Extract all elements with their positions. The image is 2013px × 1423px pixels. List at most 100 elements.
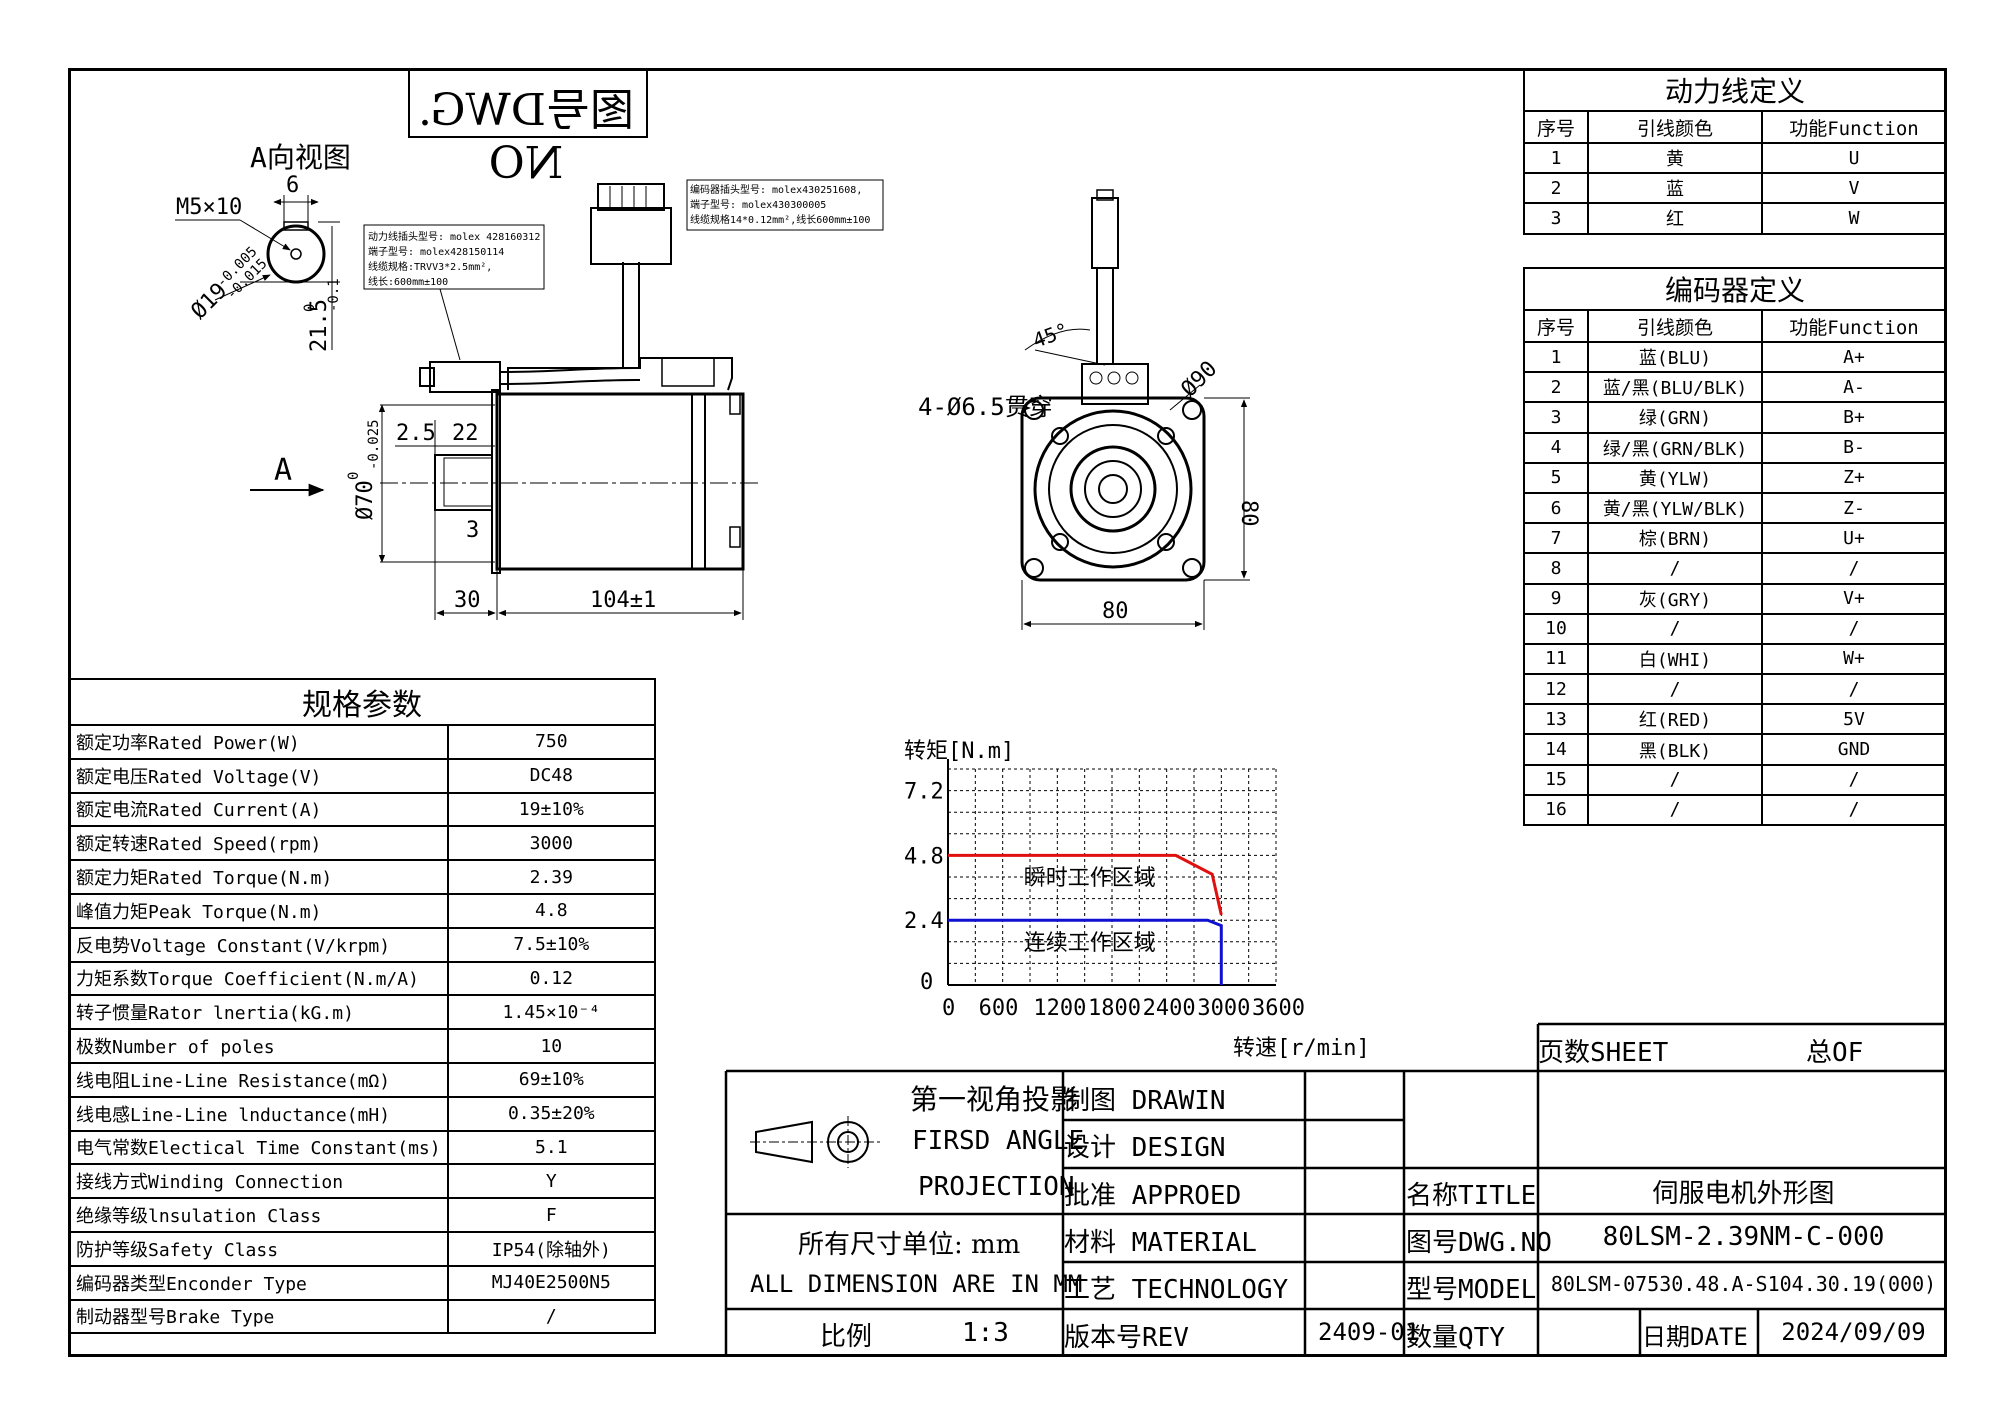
dim-key-height: 21.5 bbox=[307, 299, 332, 352]
cell-color: 棕(BRN) bbox=[1587, 522, 1763, 555]
table-row: 线电感Line-Line lnductance(mH)0.35±20% bbox=[68, 1095, 657, 1132]
cell-color: 黑(BLK) bbox=[1587, 733, 1763, 766]
cell-no: 14 bbox=[1523, 733, 1589, 766]
dim-22: 22 bbox=[452, 421, 479, 446]
date-value: 2024/09/09 bbox=[1781, 1318, 1926, 1346]
spec-value: 750 bbox=[446, 724, 657, 760]
cell-no: 2 bbox=[1523, 371, 1589, 404]
dim-3: 3 bbox=[466, 518, 479, 543]
drawing-number-box bbox=[408, 70, 648, 138]
cell-no: 16 bbox=[1523, 793, 1589, 827]
cell-color: 白(WHI) bbox=[1587, 642, 1763, 676]
cell-function: W bbox=[1761, 202, 1947, 235]
spec-value: 10 bbox=[446, 1028, 657, 1064]
model-value: 80LSM-07530.48.A-S104.30.19(000) bbox=[1550, 1272, 1937, 1296]
cell-color: 绿/黑(GRN/BLK) bbox=[1587, 431, 1763, 464]
cell-function: U bbox=[1761, 141, 1947, 175]
spec-label: 编码器类型Enconder Type bbox=[68, 1264, 449, 1301]
dim-2-5: 2.5 bbox=[396, 421, 436, 446]
cell-color: 绿(GRN) bbox=[1587, 401, 1763, 434]
dwg-label: 图号DWG.NO bbox=[1406, 1228, 1552, 1258]
cell-no: 15 bbox=[1523, 763, 1589, 796]
cell-no: 7 bbox=[1523, 522, 1589, 555]
spec-value: 0.35±20% bbox=[446, 1095, 657, 1132]
technology-label: 工艺 TECHNOLOGY bbox=[1064, 1275, 1289, 1305]
chart-xlabel: 转速[r/min] bbox=[1233, 1036, 1370, 1061]
cell-no: 3 bbox=[1523, 401, 1589, 434]
table-row: 转子惯量Rator lnertia(kG.m)1.45×10⁻⁴ bbox=[68, 994, 657, 1031]
table-row: 反电势Voltage Constant(V/krpm)7.5±10% bbox=[68, 926, 657, 963]
spec-label: 额定电压Rated Voltage(V) bbox=[68, 757, 449, 794]
cell-color: 红(RED) bbox=[1587, 703, 1763, 736]
table-row: 8// bbox=[1523, 552, 1947, 585]
table-row: 线电阻Line-Line Resistance(mΩ)69±10% bbox=[68, 1061, 657, 1098]
spec-value: 7.5±10% bbox=[446, 926, 657, 963]
cell-color: / bbox=[1587, 612, 1763, 645]
spec-value: MJ40E2500N5 bbox=[446, 1264, 657, 1301]
table-row: 12// bbox=[1523, 673, 1947, 706]
spec-label: 线电阻Line-Line Resistance(mΩ) bbox=[68, 1061, 449, 1098]
spec-value: 19±10% bbox=[446, 791, 657, 828]
series-line-0 bbox=[948, 853, 1223, 916]
cell-color: 蓝(BLU) bbox=[1587, 340, 1763, 374]
encoder-note-line: 端子型号: molex430300005 bbox=[690, 198, 826, 211]
spec-value: IP54(除轴外) bbox=[446, 1230, 657, 1267]
qty-label: 数量QTY bbox=[1406, 1323, 1505, 1353]
table-row: 15// bbox=[1523, 763, 1947, 796]
projection-line1: 第一视角投影 bbox=[910, 1083, 1079, 1116]
date-label: 日期DATE bbox=[1642, 1323, 1748, 1351]
cell-no: 4 bbox=[1523, 431, 1589, 464]
cell-no: 2 bbox=[1523, 172, 1589, 205]
cell-color: 蓝 bbox=[1587, 172, 1763, 205]
cell-color: 黄/黑(YLW/BLK) bbox=[1587, 491, 1763, 525]
x-tick-label: 600 bbox=[979, 996, 1019, 1021]
col-header-color: 引线颜色 bbox=[1587, 110, 1763, 144]
units-en: ALL DIMENSION ARE IN MM bbox=[750, 1270, 1083, 1298]
table-row: 16// bbox=[1523, 793, 1947, 827]
cell-function: / bbox=[1761, 552, 1947, 585]
spec-value: 4.8 bbox=[446, 892, 657, 929]
encoder-note-line: 编码器插头型号: molex430251608, bbox=[690, 183, 862, 196]
approved-label: 批准 APPROED bbox=[1064, 1181, 1242, 1211]
table-row: 额定电压Rated Voltage(V)DC48 bbox=[68, 757, 657, 794]
chart-annotation: 连续工作区域 bbox=[1024, 931, 1156, 956]
power-note-line: 端子型号: molex428150114 bbox=[368, 245, 504, 258]
spec-label: 转子惯量Rator lnertia(kG.m) bbox=[68, 994, 449, 1031]
sheet-label: 页数SHEET bbox=[1538, 1038, 1669, 1068]
spec-label: 力矩系数Torque Coefficient(N.m/A) bbox=[68, 960, 449, 997]
spec-label: 极数Number of poles bbox=[68, 1028, 449, 1064]
chart-annotation: 瞬时工作区域 bbox=[1024, 866, 1156, 891]
spec-label: 电气常数Electical Time Constant(ms) bbox=[68, 1129, 449, 1166]
material-label: 材料 MATERIAL bbox=[1064, 1228, 1257, 1258]
of-label: 总OF bbox=[1806, 1038, 1864, 1068]
dim-pilot: Ø70 bbox=[353, 480, 378, 520]
y-tick-label: 4.8 bbox=[904, 844, 944, 869]
y-tick-label: 7.2 bbox=[904, 780, 944, 805]
scale-label: 比例 bbox=[820, 1322, 873, 1352]
chart-ylabel: 转矩[N.m] bbox=[904, 739, 1014, 764]
cell-no: 11 bbox=[1523, 642, 1589, 676]
dim-width: 80 bbox=[1102, 599, 1129, 624]
dim-pilot-tol-upper: 0 bbox=[346, 472, 362, 480]
spec-value: Y bbox=[446, 1163, 657, 1200]
units-cn: 所有尺寸单位: mm bbox=[798, 1230, 1021, 1260]
spec-label: 额定电流Rated Current(A) bbox=[68, 791, 449, 828]
cell-function: A+ bbox=[1761, 340, 1947, 374]
rev-label: 版本号REV bbox=[1064, 1323, 1189, 1353]
table-row: 额定功率Rated Power(W)750 bbox=[68, 724, 657, 760]
table-row: 力矩系数Torque Coefficient(N.m/A)0.12 bbox=[68, 960, 657, 997]
spec-value: 1.45×10⁻⁴ bbox=[446, 994, 657, 1031]
spec-value: 2.39 bbox=[446, 859, 657, 895]
spec-label: 绝缘等级lnsulation Class bbox=[68, 1197, 449, 1233]
